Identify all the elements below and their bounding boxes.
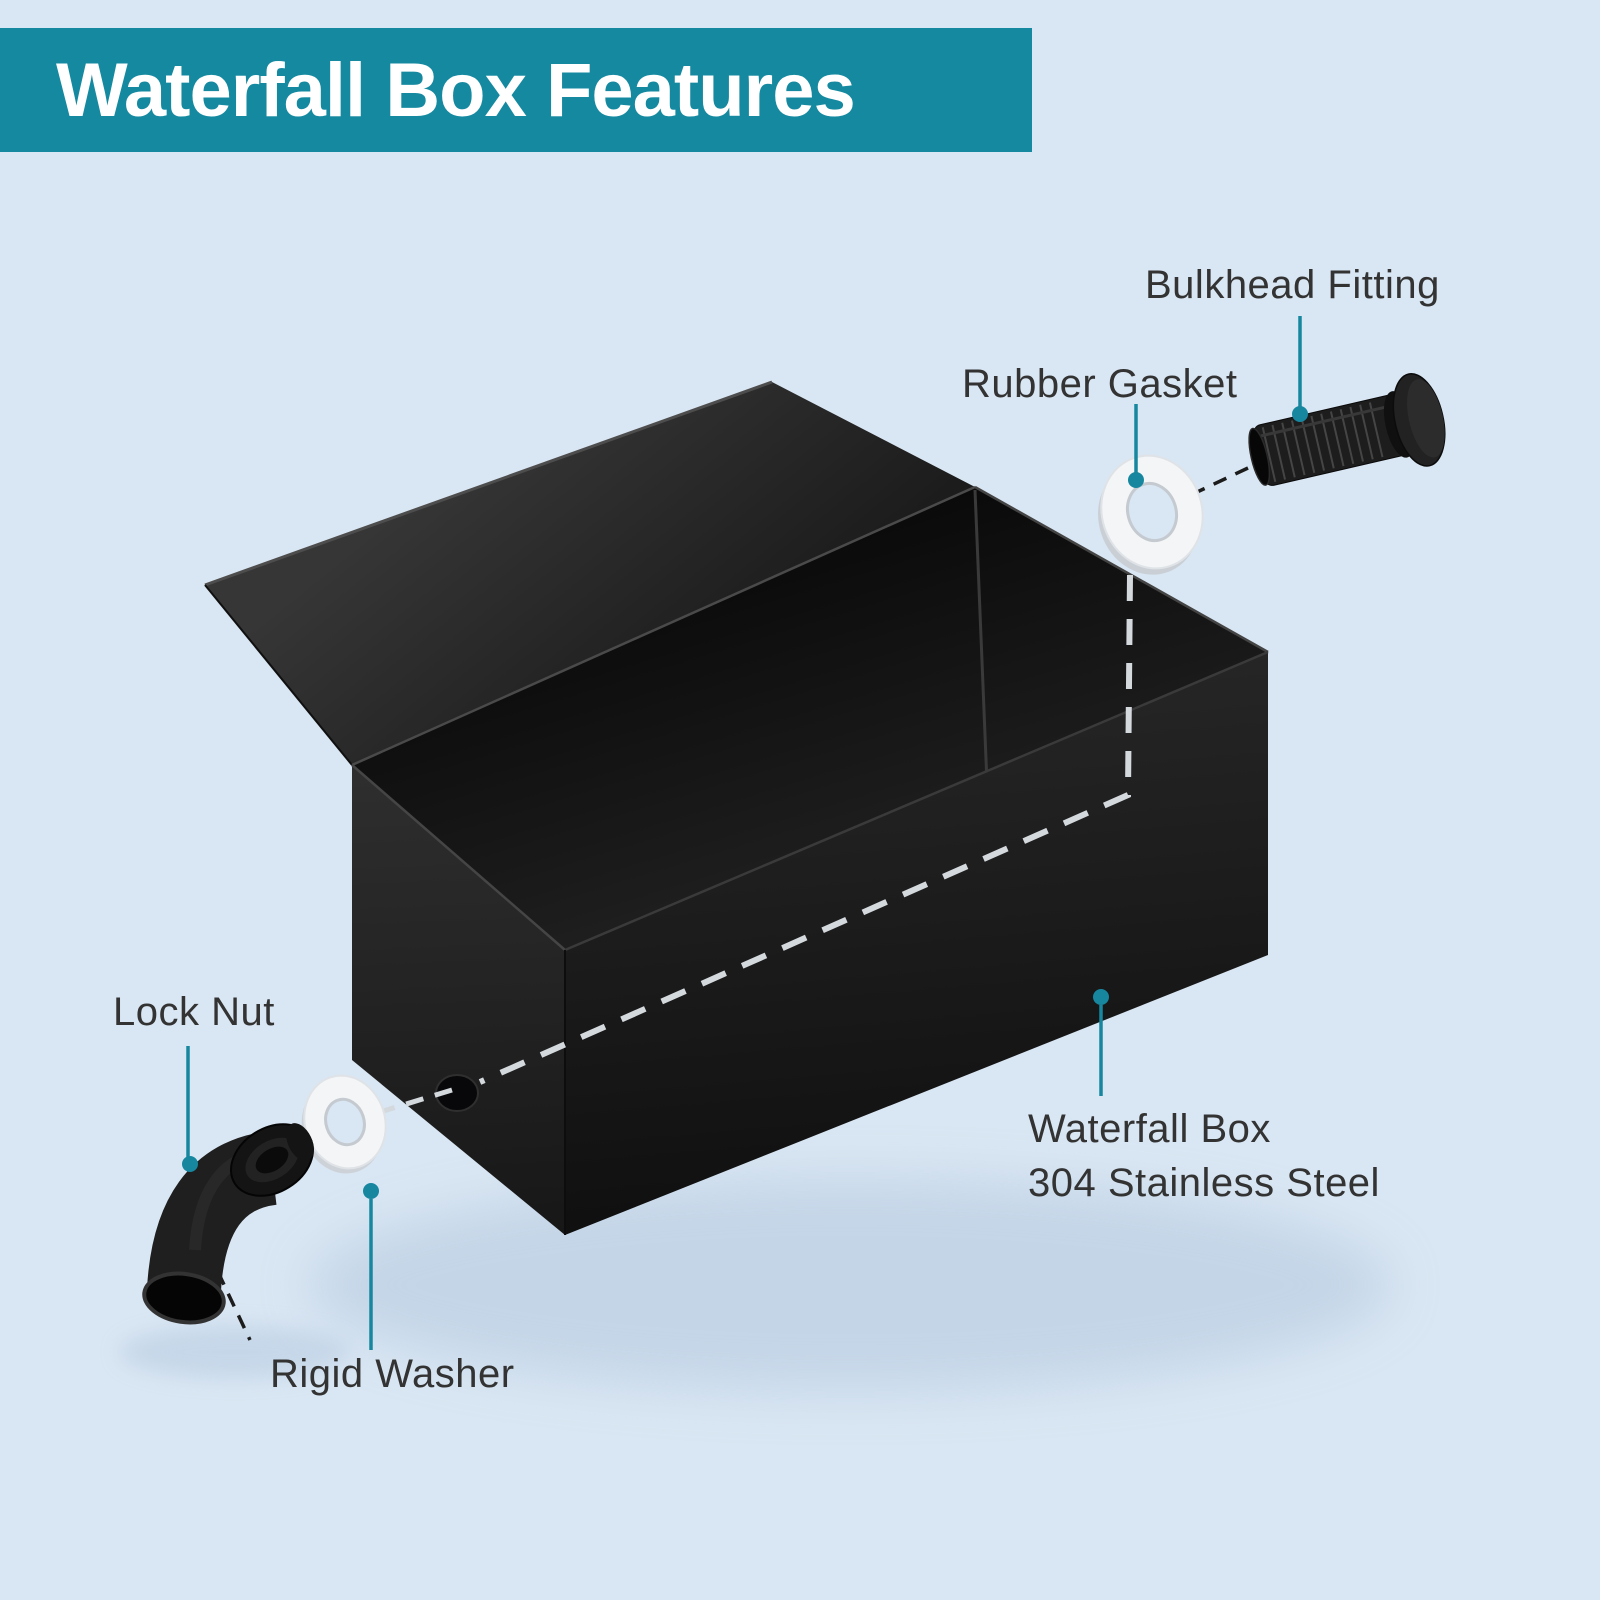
page-title: Waterfall Box Features: [56, 47, 856, 133]
cast-shadows: [120, 1180, 1390, 1390]
label-rubber-gasket: Rubber Gasket: [962, 362, 1238, 406]
label-rigid-washer: Rigid Washer: [270, 1352, 515, 1396]
label-waterfall-box: Waterfall Box 304 Stainless Steel: [1028, 1102, 1380, 1210]
lock-nut-part: [142, 1123, 314, 1325]
rigid-washer-part: [301, 1074, 387, 1174]
waterfall-box-part: [204, 380, 1269, 1235]
label-waterfall-box-line1: Waterfall Box: [1028, 1107, 1271, 1151]
leader-lines: [182, 316, 1308, 1350]
bulkhead-fitting-part: [1248, 373, 1446, 486]
label-bulkhead-fitting: Bulkhead Fitting: [1145, 263, 1440, 307]
label-waterfall-box-line2: 304 Stainless Steel: [1028, 1161, 1380, 1205]
title-banner: Waterfall Box Features: [0, 28, 1032, 152]
label-lock-nut: Lock Nut: [113, 990, 275, 1034]
rubber-gasket-part: [1098, 454, 1204, 575]
